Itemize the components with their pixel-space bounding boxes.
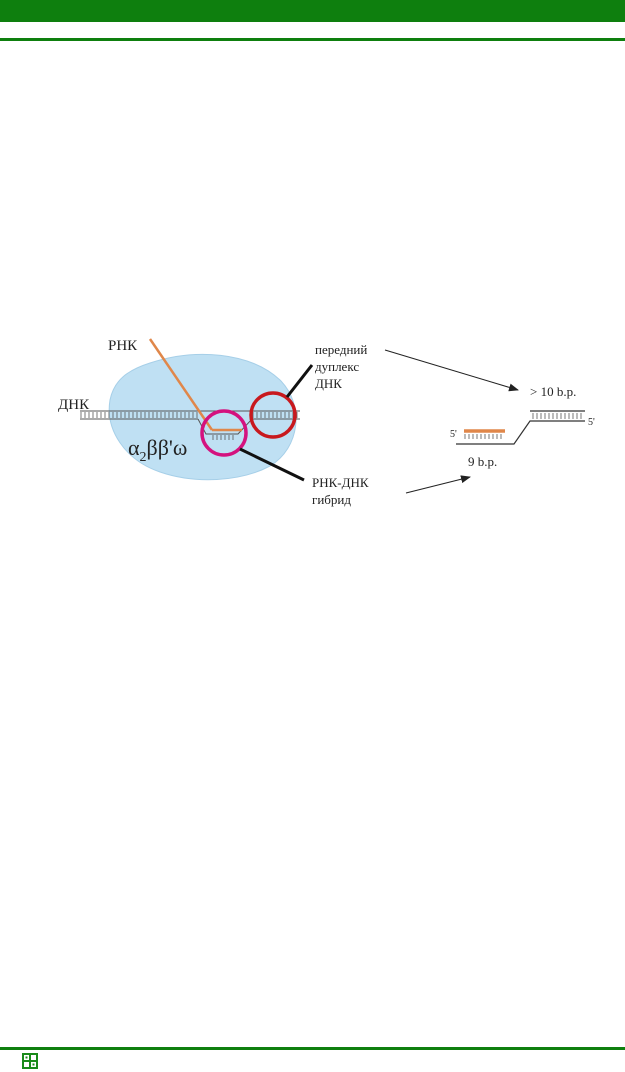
header-bar <box>0 0 625 22</box>
schematic-strands <box>456 410 585 445</box>
duplex-circle <box>249 391 297 439</box>
hybrid-arrow <box>405 475 471 494</box>
gt10bp-label: > 10 b.p. <box>530 384 576 399</box>
bp9-label: 9 b.p. <box>468 454 497 469</box>
five-prime-left: 5' <box>450 429 457 440</box>
front-duplex-label-1: передний <box>315 342 367 357</box>
duplex-leader-line <box>285 364 314 398</box>
hybrid-circle <box>200 409 248 457</box>
hybrid-leader-line <box>239 447 305 482</box>
enzyme-subscript: 2 <box>140 450 147 465</box>
enzyme-rest: ββ'ω <box>147 435 188 460</box>
dna-strands <box>80 410 300 440</box>
five-prime-right: 5' <box>588 417 595 428</box>
footer-rule <box>0 1047 625 1050</box>
header-rule <box>0 38 625 41</box>
enzyme-label: α2ββ'ω <box>128 435 187 465</box>
hybrid-label-1: РНК-ДНК <box>312 475 369 490</box>
duplex-arrow <box>384 349 519 392</box>
puzzle-logo-icon[interactable] <box>22 1053 38 1069</box>
front-duplex-label-3: ДНК <box>315 376 342 391</box>
rna-strand <box>148 338 242 432</box>
hybrid-label-2: гибрид <box>312 492 351 507</box>
rna-label: РНК <box>108 338 138 354</box>
front-duplex-label-2: дуплекс <box>315 359 359 374</box>
enzyme-alpha: α <box>128 435 140 460</box>
dna-label: ДНК <box>58 397 90 413</box>
